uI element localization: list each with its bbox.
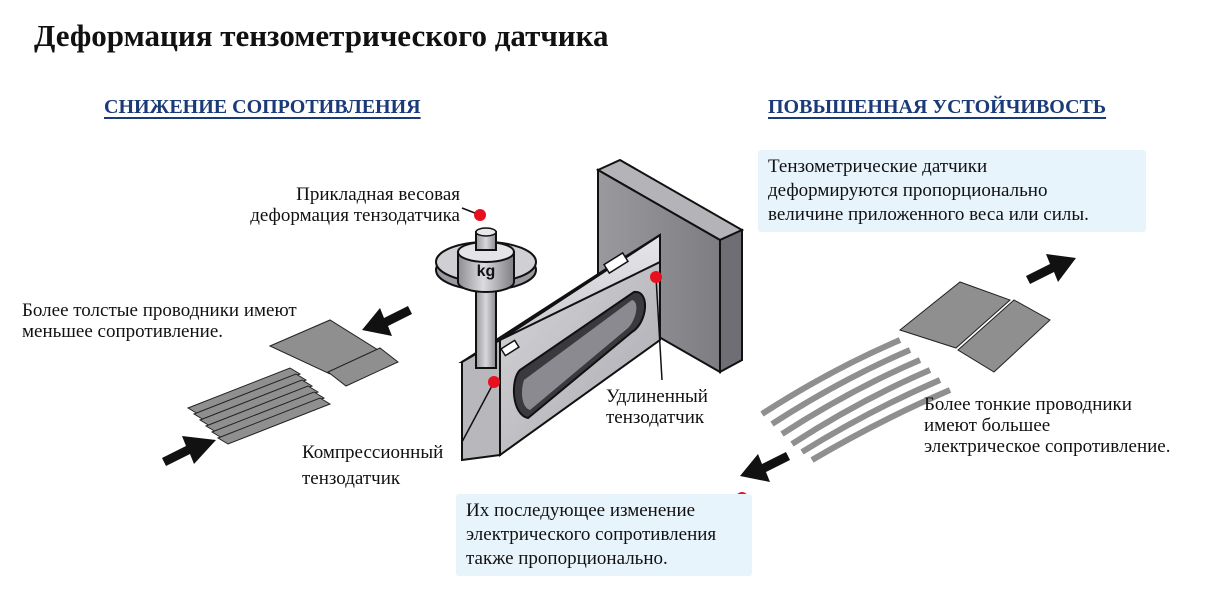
thick-conductors-line2: меньшее сопротивление.	[22, 321, 224, 342]
section-heading-right: ПОВЫШЕННАЯ УСТОЙЧИВОСТЬ	[768, 96, 1107, 118]
elongated-gauge-line2: тензодатчик	[606, 407, 705, 428]
info-box-bottom-line2: электрического сопротивления	[466, 524, 717, 545]
compressed-gauge-graphic	[186, 319, 399, 445]
info-box-bottom-line1: Их последующее изменение	[466, 500, 696, 521]
info-box-top-right: Тензометрические датчики деформируются п…	[758, 150, 1146, 232]
info-box-bottom-line3: также пропорционально.	[466, 548, 668, 569]
thin-conductors-line2: имеют большее	[924, 415, 1051, 436]
info-box-top-right-line2: деформируются пропорционально	[768, 180, 1048, 201]
compression-gauge-line2: тензодатчик	[302, 468, 401, 489]
arrow-left-icon	[162, 306, 412, 466]
compression-gauge-line1: Компрессионный	[302, 442, 444, 463]
section-heading-left: СНИЖЕНИЕ СОПРОТИВЛЕНИЯ	[104, 96, 421, 118]
applied-weight-line1: Прикладная весовая	[296, 184, 460, 205]
applied-weight-line2: деформация тензодатчика	[250, 205, 460, 226]
weight-icon	[435, 227, 537, 369]
page-title: Деформация тензометрического датчика	[34, 18, 609, 53]
info-box-top-right-line1: Тензометрические датчики	[768, 156, 988, 177]
info-box-bottom: Их последующее изменение электрического …	[456, 494, 752, 576]
compression-gauge-label: Компрессионный тензодатчик	[302, 440, 443, 492]
thick-conductors-label: Более толстые проводники имеют меньшее с…	[22, 300, 297, 342]
elongated-gauge-line1: Удлиненный	[606, 386, 708, 407]
thick-conductors-line1: Более толстые проводники имеют	[22, 300, 297, 321]
elongated-gauge-label: Удлиненный тензодатчик	[606, 386, 708, 428]
info-box-top-right-line3: величине приложенного веса или силы.	[768, 204, 1089, 225]
arrow-right-icon	[740, 254, 1076, 482]
applied-weight-label: Прикладная весовая деформация тензодатчи…	[224, 184, 460, 226]
thin-conductors-line1: Более тонкие проводники	[924, 394, 1132, 415]
stretched-gauge-graphic	[760, 281, 1051, 463]
thin-conductors-line3: электрическое сопротивление.	[924, 436, 1171, 457]
weight-mark: kg	[477, 263, 496, 280]
thin-conductors-label: Более тонкие проводники имеют большее эл…	[924, 394, 1170, 457]
